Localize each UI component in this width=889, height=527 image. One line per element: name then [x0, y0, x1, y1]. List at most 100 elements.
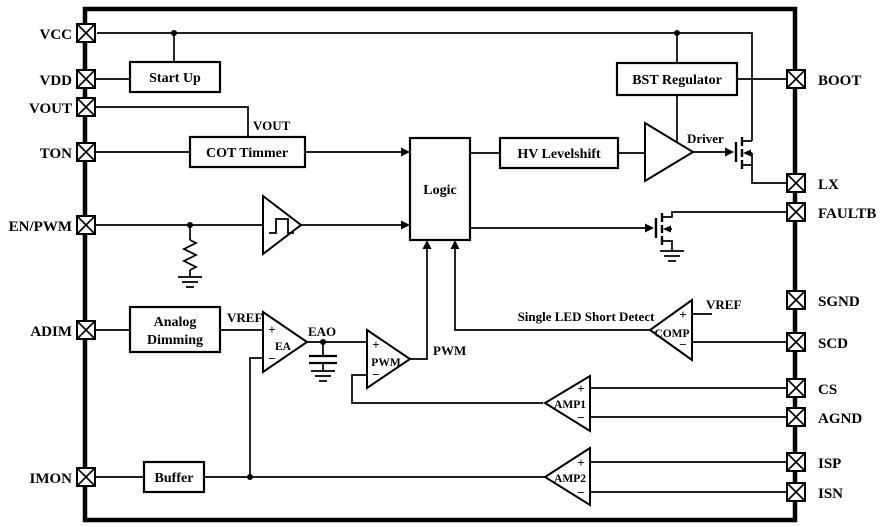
pin-vdd: VDD: [40, 69, 96, 89]
pwm-comparator: + − PWM: [366, 328, 412, 390]
pin-label-imon: IMON: [30, 471, 73, 487]
pin-x-mark: [786, 452, 806, 472]
net-faultfet-source: [662, 240, 673, 251]
arrowhead: [645, 223, 654, 233]
block-cot-timer: COT Timmer: [188, 135, 307, 169]
mosfet-body-arrow: [743, 149, 751, 157]
pin-lx: LX: [786, 173, 839, 193]
ground-symbol: [178, 276, 202, 288]
pin-label-adim: ADIM: [30, 324, 72, 340]
pin-x-mark: [786, 407, 806, 427]
block-hv-levelshift: HV Levelshift: [498, 136, 620, 170]
pin-label-isn: ISN: [818, 486, 843, 502]
buffer-box: [142, 460, 206, 494]
driver-triangle: [644, 121, 695, 183]
cot-timer-label: COT Timmer: [206, 146, 288, 161]
short-detect-comparator: + − COMP: [648, 298, 693, 362]
fault-mosfet: [654, 213, 672, 245]
pin-x-mark: [786, 69, 806, 89]
logic-box: [408, 136, 472, 242]
comp-minus-sign: −: [679, 337, 686, 352]
ea-minus-sign: −: [268, 351, 275, 366]
start-up-label: Start Up: [149, 71, 201, 86]
pin-x-mark: [76, 23, 96, 43]
ground-symbol: [311, 370, 335, 382]
block-logic: Logic: [408, 136, 472, 242]
pin-x-mark: [786, 173, 806, 193]
pin-label-sgnd: SGND: [818, 294, 860, 310]
amp2-triangle: [543, 446, 591, 507]
net-lx: [751, 153, 787, 184]
net-enpwm: [95, 224, 263, 277]
net-vout: [95, 106, 249, 137]
amp2-plus-sign: +: [577, 455, 584, 470]
net-amp1-to-pwm-minus: [351, 374, 543, 404]
vref-ea-label: VREF: [227, 310, 262, 325]
junction-dot: [187, 222, 193, 228]
chip-boundary: [82, 6, 798, 523]
pwm-label: PWM: [371, 357, 401, 369]
block-start-up: Start Up: [128, 60, 222, 94]
amp1-label: AMP1: [554, 399, 586, 411]
arrowhead: [401, 147, 410, 157]
driver-label: Driver: [687, 131, 724, 146]
junction-dot: [247, 474, 253, 480]
pin-agnd: AGND: [786, 407, 862, 427]
block-buffer: Buffer: [142, 460, 206, 494]
pin-x-mark: [786, 378, 806, 398]
pwm-triangle: [366, 328, 412, 390]
error-amplifier: + − EA: [262, 310, 309, 374]
single-led-short-detect-label: Single LED Short Detect: [518, 309, 656, 324]
hv-levelshift-label: HV Levelshift: [517, 147, 601, 162]
buffer-label: Buffer: [155, 471, 194, 486]
gate-driver: Driver: [644, 121, 724, 183]
main-switch-mosfet: [734, 137, 752, 169]
schmitt-triangle: [262, 193, 303, 257]
ea-label: EA: [275, 341, 292, 353]
bst-regulator-box: [615, 61, 739, 97]
pin-cs: CS: [786, 378, 837, 398]
net-pwm-to-logic: [410, 249, 428, 360]
analog-dimming-label-line2: Dimming: [147, 333, 203, 348]
pin-label-cs: CS: [818, 382, 837, 398]
pin-label-ton: TON: [40, 146, 72, 162]
pin-label-vdd: VDD: [40, 73, 73, 89]
net-comp-to-logic: [454, 249, 650, 331]
junction-dot: [674, 30, 680, 36]
pin-label-agnd: AGND: [818, 411, 862, 427]
pin-label-faultb: FAULTB: [818, 206, 876, 222]
current-sense-amp1: + − AMP1: [543, 374, 591, 433]
vref-comp-label: VREF: [706, 297, 741, 312]
pin-x-mark: [76, 142, 96, 162]
hysteresis-icon: [269, 218, 294, 234]
ea-triangle: [262, 310, 309, 374]
pwm-minus-sign: −: [372, 367, 379, 382]
amp2-label: AMP2: [554, 473, 586, 485]
bst-regulator-label: BST Regulator: [632, 73, 722, 88]
pin-x-mark: [786, 332, 806, 352]
junction-dot: [171, 30, 177, 36]
pwm-signal-label: PWM: [433, 343, 466, 358]
block-bst-regulator: BST Regulator: [615, 61, 739, 97]
capacitor: [309, 354, 337, 365]
pin-en-pwm: EN/PWM: [9, 215, 96, 235]
analog-dimming-box: [128, 305, 222, 354]
arrowhead: [450, 240, 460, 249]
analog-dimming-label-line1: Analog: [154, 315, 197, 330]
pin-vout: VOUT: [29, 97, 96, 117]
hv-levelshift-box: [498, 136, 620, 170]
net-ea-minus-feedback: [249, 357, 263, 477]
pin-label-boot: BOOT: [818, 73, 861, 89]
current-sense-amp2: + − AMP2: [543, 446, 591, 507]
amp1-minus-sign: −: [577, 410, 584, 425]
ground-symbol: [660, 250, 684, 262]
pin-faultb: FAULTB: [786, 202, 876, 222]
pin-x-mark: [76, 69, 96, 89]
arrowhead: [401, 220, 410, 230]
arrowhead: [725, 147, 734, 157]
block-analog-dimming: Analog Dimming: [128, 305, 222, 354]
pin-label-lx: LX: [818, 177, 839, 193]
pin-x-mark: [76, 320, 96, 340]
pin-x-mark: [76, 215, 96, 235]
